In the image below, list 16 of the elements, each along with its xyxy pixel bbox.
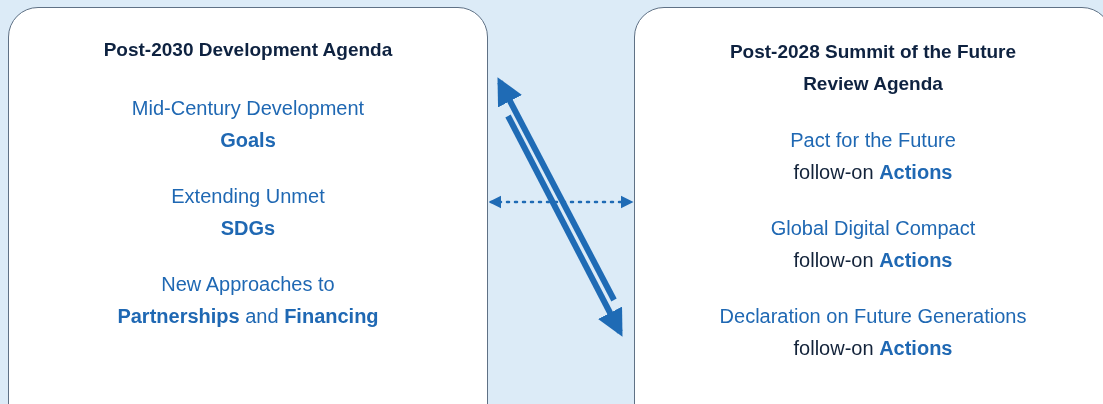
arrow — [497, 77, 617, 302]
arrow — [488, 195, 634, 209]
agenda-item: Pact for the Future — [789, 128, 957, 153]
agenda-item: follow-on Actions — [792, 248, 954, 273]
agenda-item: Extending Unmet SDGs — [170, 184, 326, 241]
agenda-card — [634, 7, 1103, 404]
agenda-item: follow-on Actions — [792, 336, 954, 361]
agenda-card — [8, 7, 488, 404]
card-title: Post-2030 Development Agenda — [102, 38, 394, 62]
agenda-item: follow-on Actions — [792, 160, 954, 185]
agenda-item: Mid-Century Development Goals — [130, 96, 366, 153]
card-title: Post-2028 Summit of the Future Review Agenda — [728, 40, 1018, 96]
arrow — [505, 114, 623, 337]
agenda-item: New Approaches to Partnerships and Financing — [116, 272, 380, 329]
agenda-item: Global Digital Compact — [769, 216, 977, 241]
agenda-item: Declaration on Future Generations — [718, 304, 1028, 329]
